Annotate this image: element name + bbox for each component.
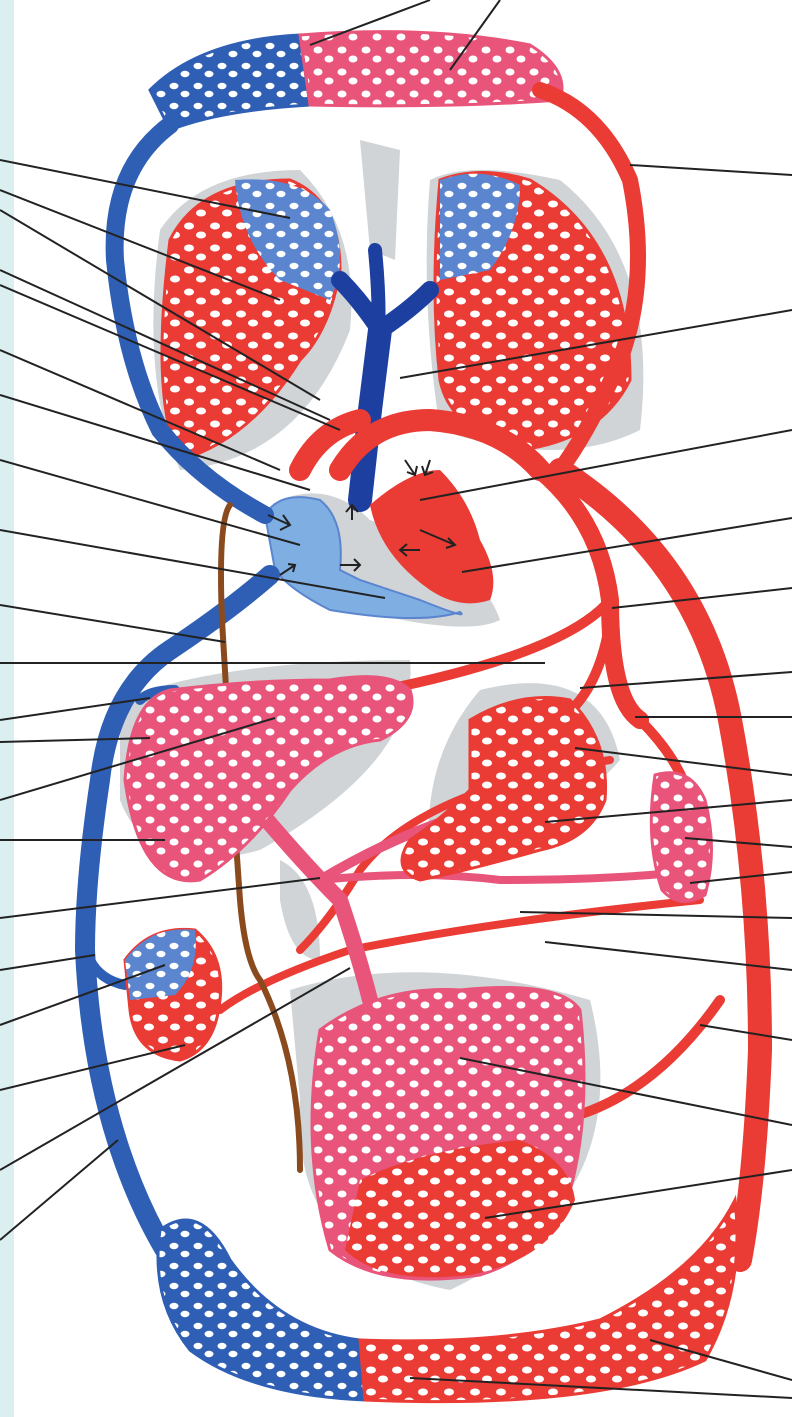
upper-capillary-bed — [150, 32, 562, 130]
intestine-icon — [312, 988, 584, 1280]
heart-icon — [265, 420, 493, 618]
kidney-icon — [125, 929, 221, 1060]
